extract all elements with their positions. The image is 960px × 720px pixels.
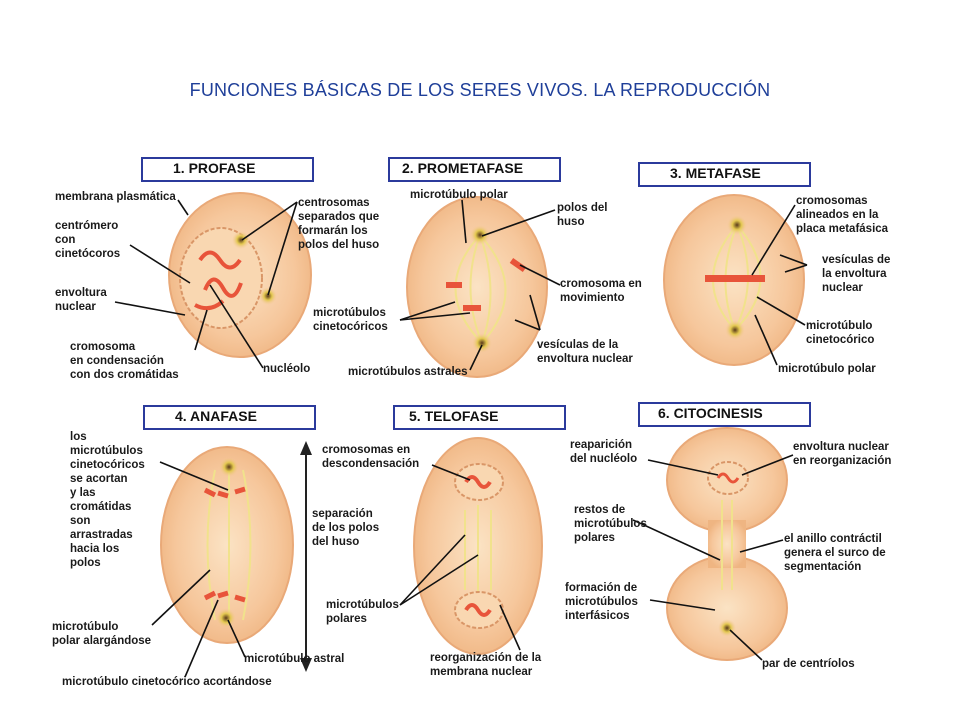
phase-label-profase: 1. PROFASE	[141, 157, 314, 182]
label-envoltura-reorganizacion: envoltura nuclear en reorganización	[793, 441, 892, 467]
label-membrana-plasmatica: membrana plasmática	[55, 191, 176, 203]
label-anillo-contractil: el anillo contráctil genera el surco de …	[784, 533, 886, 573]
label-separacion-polos: separación de los polos del huso	[312, 508, 380, 548]
label-centrosomas: centrosomas separados que formarán los p…	[298, 197, 380, 251]
label-cromosoma-condensacion: cromosoma en condensación con dos cromát…	[70, 341, 179, 381]
phase-label-anafase: 4. ANAFASE	[143, 405, 316, 430]
label-cromosomas-alineados: cromosomas alineados en la placa metafás…	[796, 195, 889, 235]
profase-cell	[168, 192, 312, 358]
citocinesis-cell	[666, 427, 788, 661]
label-nucleolo: nucléolo	[263, 363, 311, 375]
telofase-cell	[413, 437, 543, 655]
metafase-cell	[663, 194, 805, 366]
label-reorganizacion-membrana: reorganización de la membrana nuclear	[430, 652, 542, 678]
label-reaparicion-nucleolo: reaparición del nucléolo	[570, 439, 638, 465]
label-formacion-microtubulos: formación de microtúbulos interfásicos	[565, 582, 638, 622]
label-microtubulo-polar-metafase: microtúbulo polar	[778, 363, 876, 375]
label-cromosomas-descondensacion: cromosomas en descondensación	[322, 444, 420, 470]
label-microtubulos-cinetocoricos: microtúbulos cinetocóricos	[313, 307, 388, 333]
label-microtubulo-polar: microtúbulo polar	[410, 189, 508, 201]
label-centromero: centrómero con cinetócoros	[55, 220, 121, 260]
label-microtubulo-astral: microtúbulo astral	[244, 653, 345, 665]
label-envoltura-nuclear: envoltura nuclear	[55, 287, 107, 313]
label-polos-del-huso: polos del huso	[557, 202, 608, 228]
label-vesiculas-metafase: vesículas de la envoltura nuclear	[822, 254, 891, 294]
prometafase-cell	[406, 196, 548, 378]
phase-label-citocinesis: 6. CITOCINESIS	[638, 402, 811, 427]
label-microtubulos-astrales: microtúbulos astrales	[348, 366, 468, 378]
phase-label-telofase: 5. TELOFASE	[393, 405, 566, 430]
label-microtubulo-cinetocorico: microtúbulo cinetocórico	[806, 320, 875, 346]
page-title: FUNCIONES BÁSICAS DE LOS SERES VIVOS. LA…	[189, 80, 771, 100]
label-par-centriolos: par de centríolos	[762, 658, 855, 670]
label-restos-microtubulos: restos de microtúbulos polares	[574, 504, 647, 544]
anafase-cell	[160, 446, 294, 644]
leader-lines	[114, 199, 808, 678]
label-microtubulo-polar-alargandose: microtúbulo polar alargándose	[52, 621, 152, 647]
phase-label-prometafase: 2. PROMETAFASE	[388, 157, 561, 182]
phase-label-metafase: 3. METAFASE	[638, 162, 811, 187]
label-microtubulos-polares: microtúbulos polares	[326, 599, 399, 625]
label-microtubulo-cinetocorico-acortandose: microtúbulo cinetocórico acortándose	[62, 676, 272, 688]
separation-arrow	[300, 441, 312, 672]
label-cromosoma-movimiento: cromosoma en movimiento	[560, 278, 642, 304]
label-microtubulos-acortan: los microtúbulos cinetocóricos se acorta…	[70, 431, 145, 569]
label-vesiculas-envoltura: vesículas de la envoltura nuclear	[537, 339, 633, 365]
